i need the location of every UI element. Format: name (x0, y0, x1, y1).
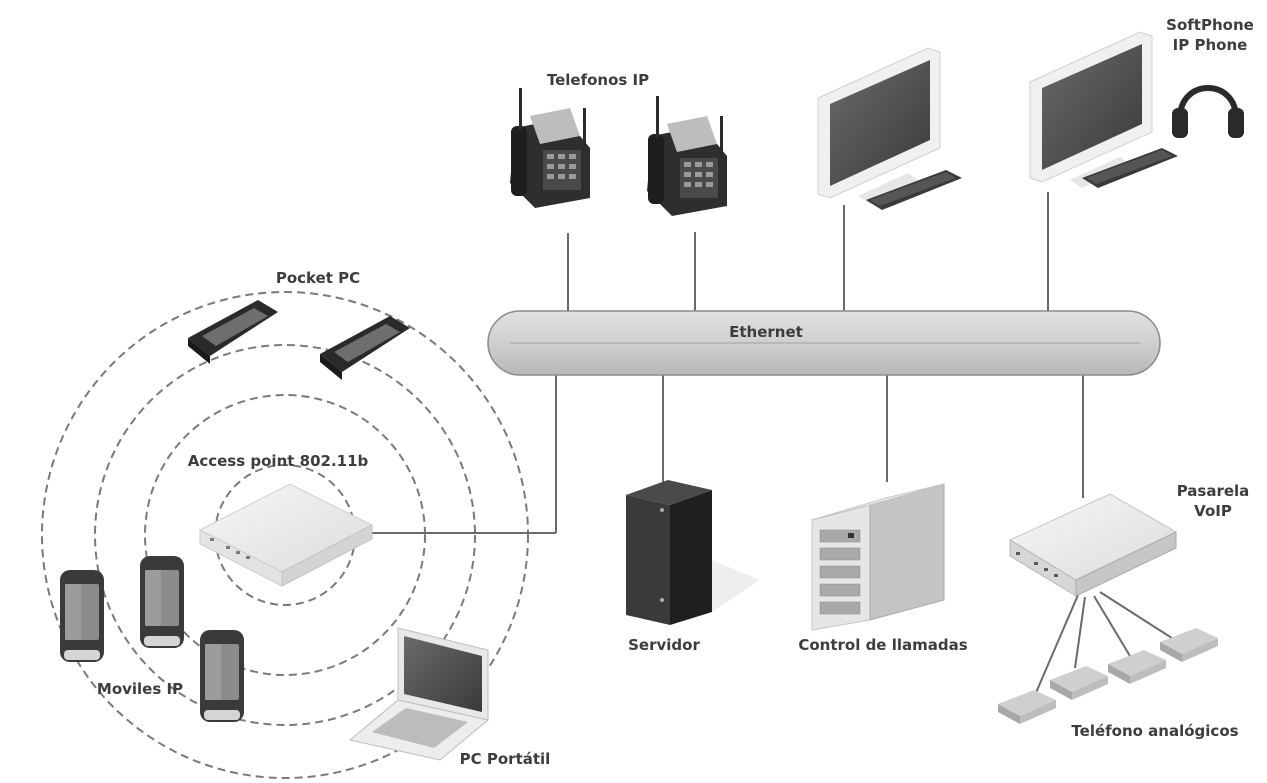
server-label: Servidor (628, 636, 700, 654)
gateway-label-line2: VoIP (1194, 502, 1232, 520)
ip-mobile-1 (60, 570, 104, 662)
wire-analog-4 (1099, 591, 1176, 641)
desktop-computer-2 (1029, 31, 1178, 189)
analog-phones-label: Teléfono analógicos (1071, 722, 1238, 740)
wire-analog-3 (1093, 595, 1131, 657)
ip-mobile-3 (200, 630, 244, 722)
laptop-label: PC Portátil (460, 750, 551, 768)
pocket-pc-label: Pocket PC (276, 269, 360, 287)
call-control-label: Control de llamadas (798, 636, 967, 654)
ethernet-label: Ethernet (729, 323, 803, 341)
ip-phones-label: Telefonos IP (547, 71, 649, 89)
voip-gateway-device (1008, 493, 1178, 597)
wire-analog-2 (1074, 596, 1086, 669)
analog-phone-4 (1160, 628, 1218, 662)
coverage-ring-3 (94, 344, 476, 726)
pocket-pc-1 (188, 300, 278, 364)
ip-phone-1 (510, 88, 590, 208)
pocket-pc-2 (320, 316, 410, 380)
access-point-label: Access point 802.11b (188, 452, 369, 470)
server-device (626, 480, 760, 625)
mobiles-label: Moviles IP (97, 680, 183, 698)
access-point-device (198, 483, 374, 587)
headphones-icon (1172, 85, 1244, 138)
call-control-server (811, 483, 945, 631)
analog-phone-2 (1050, 666, 1108, 700)
ip-mobile-2 (140, 556, 184, 648)
ip-phone-2 (647, 96, 727, 216)
coverage-ring-2 (144, 394, 426, 676)
softphone-label-line2: IP Phone (1173, 36, 1248, 54)
desktop-computer-1 (817, 47, 962, 210)
analog-phone-1 (998, 690, 1056, 724)
wire-analog-1 (1034, 594, 1079, 696)
softphone-label-line1: SoftPhone (1166, 16, 1254, 34)
laptop-computer (348, 627, 490, 761)
connection-wires (370, 192, 1176, 696)
gateway-label-line1: Pasarela (1177, 482, 1250, 500)
analog-phone-3 (1108, 650, 1166, 684)
ethernet-bus: Ethernet (487, 310, 1161, 376)
coverage-ring-4 (41, 291, 529, 779)
